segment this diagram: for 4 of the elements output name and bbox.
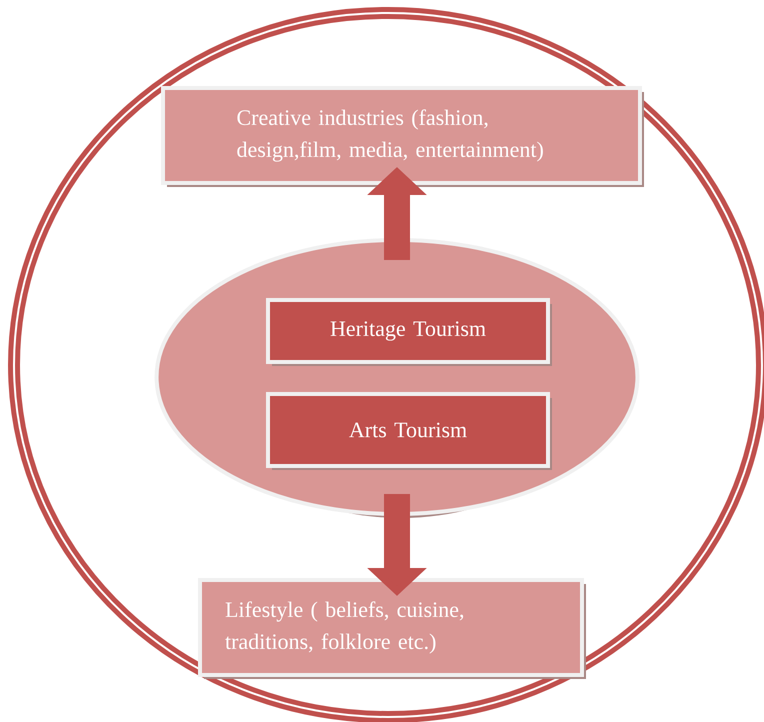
- text-box: Creative industries (fashion, design,film, media, entertainment): [161, 86, 644, 187]
- text-box: Heritage Tourism: [266, 298, 552, 366]
- text-box: Lifestyle ( beliefs, cuisine, traditions, folklore etc.): [198, 578, 586, 679]
- text-box: Arts Tourism: [266, 392, 552, 470]
